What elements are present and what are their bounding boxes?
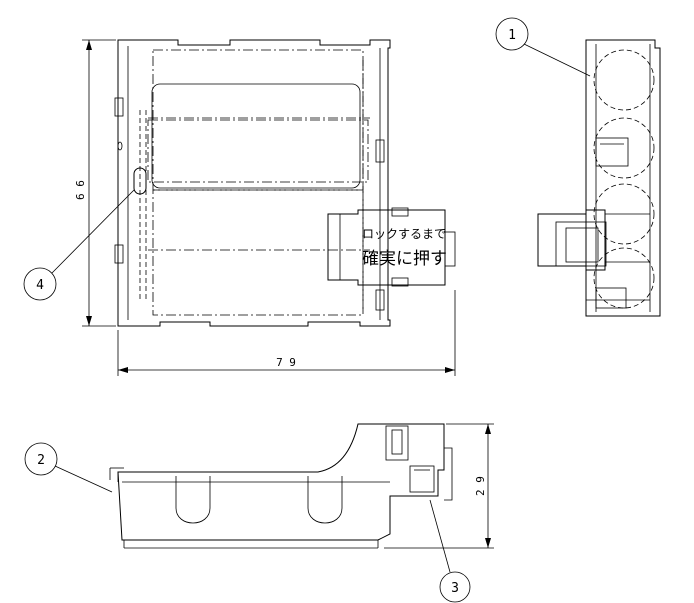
callout-3: 3 bbox=[429, 499, 471, 603]
callout-4-number: 4 bbox=[36, 278, 44, 293]
callout-2: 2 bbox=[24, 442, 113, 493]
callout-2-number: 2 bbox=[37, 453, 45, 468]
callout-1: 1 bbox=[495, 17, 591, 77]
callout-1-number: 1 bbox=[508, 28, 516, 43]
lock-instruction-line2: 確実に押す bbox=[362, 249, 447, 269]
lock-instruction-line1: ロックするまで bbox=[362, 227, 446, 241]
front-view: ロックするまで 確実に押す bbox=[114, 39, 456, 327]
side-view-right bbox=[537, 39, 661, 317]
callout-4: 4 bbox=[23, 189, 135, 301]
depth-dimension: 2 9 bbox=[474, 476, 487, 496]
height-dimension: 6 6 bbox=[74, 180, 87, 200]
width-dimension: 7 9 bbox=[276, 356, 296, 369]
side-dimensions: 2 9 bbox=[384, 423, 494, 549]
callout-3-number: 3 bbox=[451, 581, 459, 596]
side-view-bottom bbox=[109, 423, 453, 549]
front-dimensions: 6 6 7 9 bbox=[74, 39, 456, 376]
